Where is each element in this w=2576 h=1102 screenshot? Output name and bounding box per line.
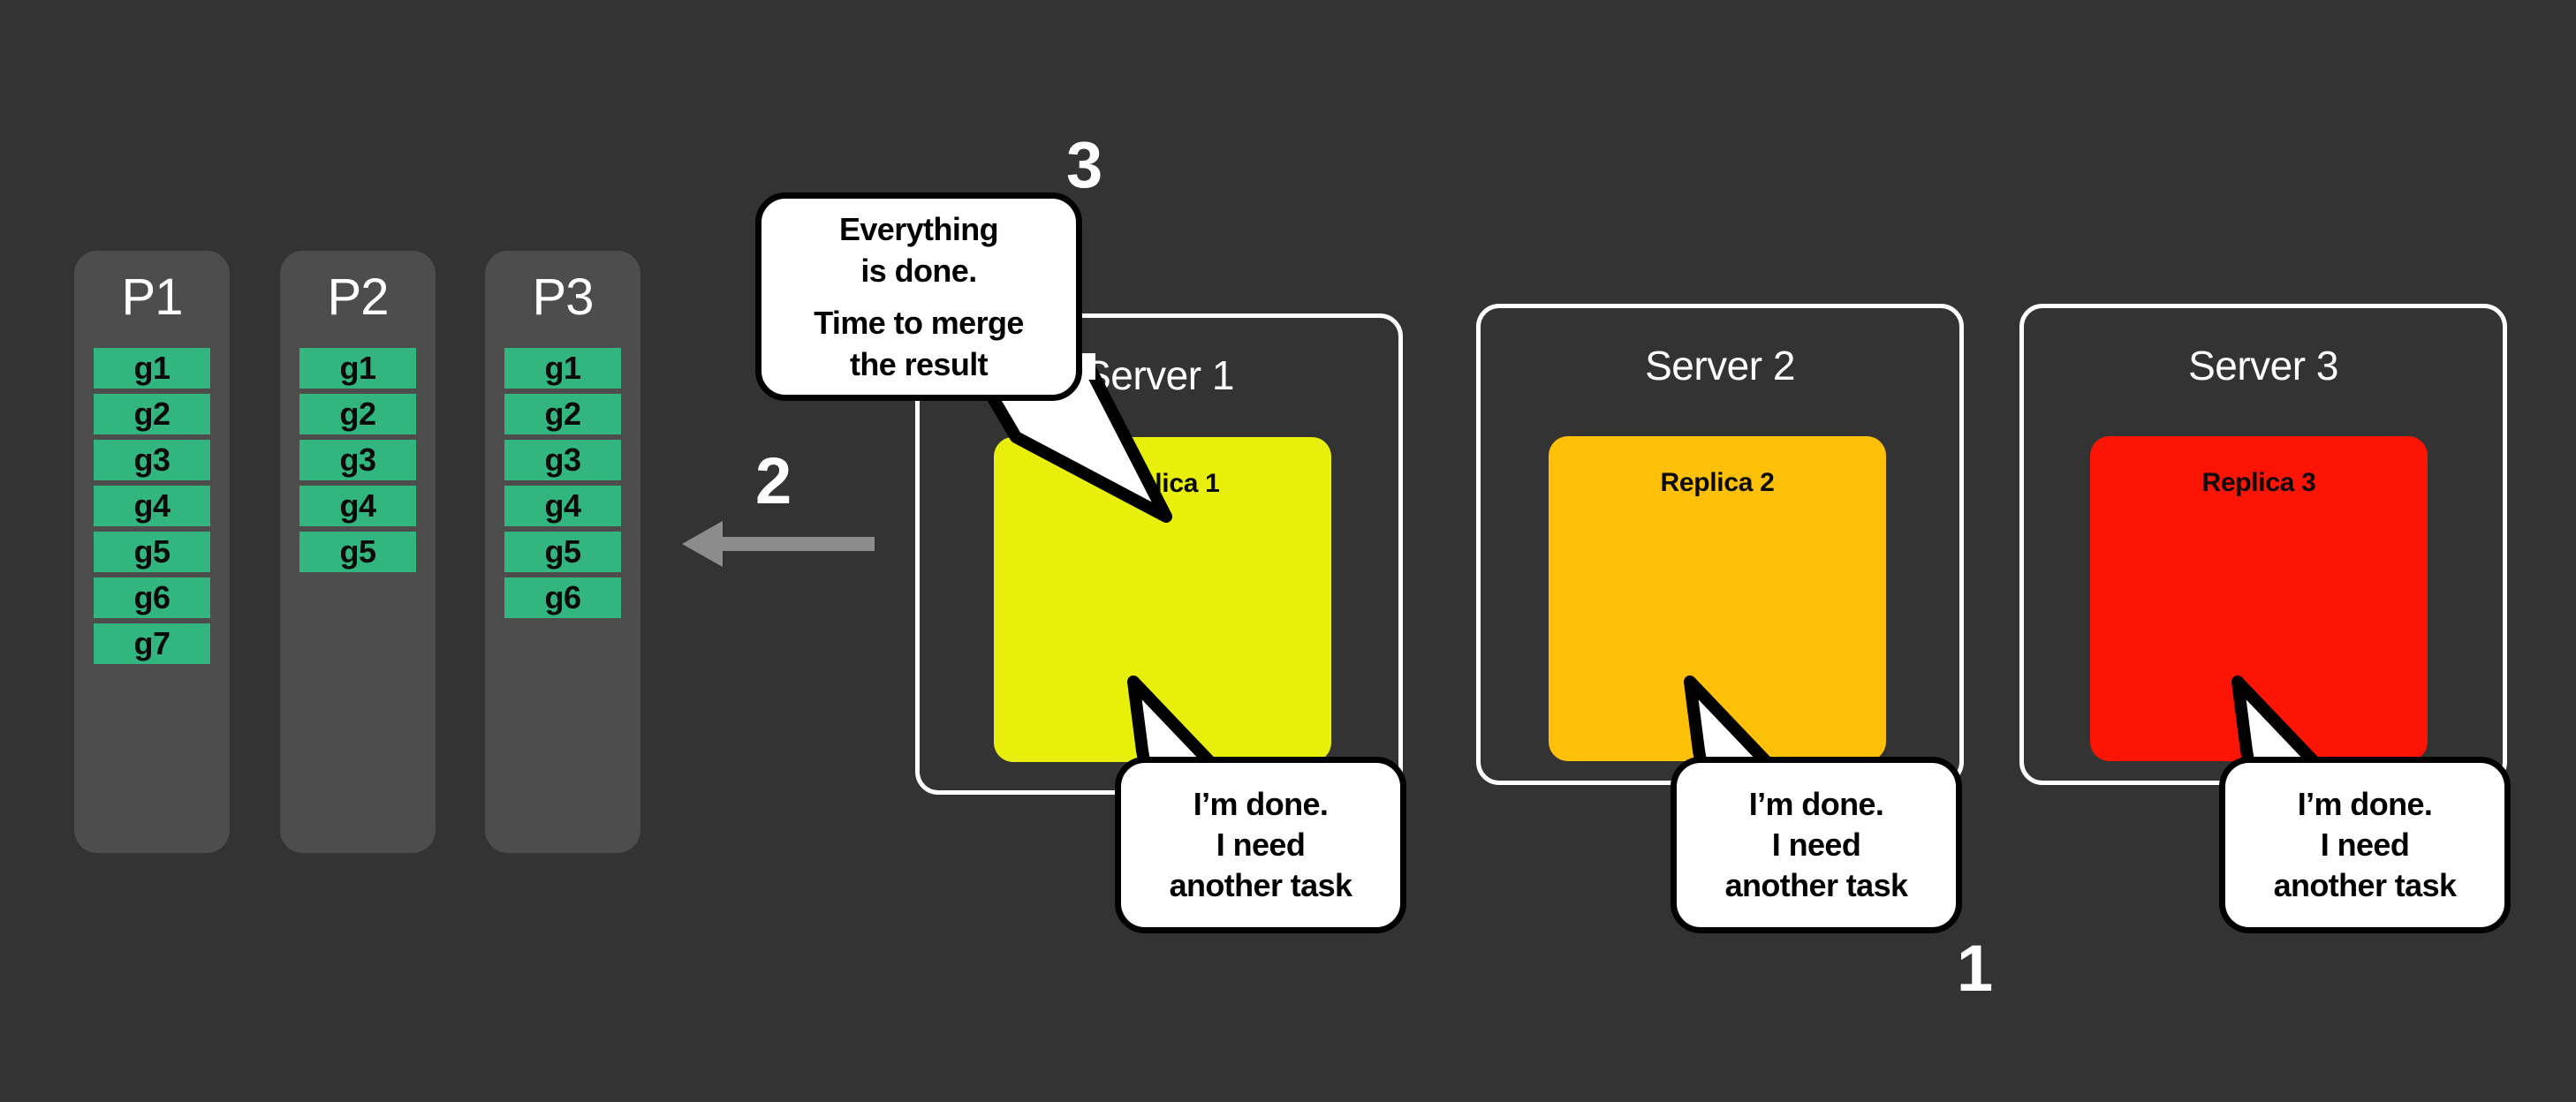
done-speech-bubble-3: I’m done. I need another task <box>2219 757 2511 933</box>
slot-item: g4 <box>299 486 416 526</box>
merge-speech-bubble: Everything is done. Time to merge the re… <box>755 192 1082 401</box>
done-bubble-3-line-3: another task <box>2273 867 2457 903</box>
merge-bubble-line-1: Everything <box>838 211 999 247</box>
done-bubble-2-line-1: I’m done. <box>1748 786 1884 822</box>
replica-1-label: Replica 1 <box>1105 469 1220 498</box>
slot-item: g3 <box>504 440 621 480</box>
done-bubble-3-line-2: I need <box>2320 826 2410 863</box>
replica-3-box: Replica 3 <box>2090 436 2428 761</box>
slot-item: g3 <box>94 440 210 480</box>
done-bubble-1-line-1: I’m done. <box>1193 786 1329 822</box>
slot-item: g2 <box>94 394 210 434</box>
slot-item: g5 <box>299 532 416 572</box>
step-number-2: 2 <box>755 444 792 517</box>
slot-item: g5 <box>504 532 621 572</box>
done-bubble-1-line-3: another task <box>1169 867 1352 903</box>
partition-p2-slots: g1 g2 g3 g4 g5 <box>299 348 416 577</box>
partition-p2: P2 g1 g2 g3 g4 g5 <box>280 251 436 853</box>
slot-item: g5 <box>94 532 210 572</box>
slot-item: g7 <box>94 623 210 664</box>
slot-item: g2 <box>504 394 621 434</box>
slot-item: g6 <box>504 577 621 618</box>
partition-p1: P1 g1 g2 g3 g4 g5 g6 g7 <box>74 251 230 853</box>
done-speech-bubble-2: I’m done. I need another task <box>1671 757 1962 933</box>
replica-2-label: Replica 2 <box>1660 468 1775 497</box>
slot-item: g2 <box>299 394 416 434</box>
slot-item: g6 <box>94 577 210 618</box>
server-2-title: Server 2 <box>1645 343 1795 389</box>
replica-1-box: Replica 1 <box>994 437 1331 762</box>
slot-item: g4 <box>504 486 621 526</box>
partition-p3-title: P3 <box>532 268 595 326</box>
left-arrow-icon <box>682 521 875 567</box>
replica-2-box: Replica 2 <box>1549 436 1886 761</box>
partition-p3: P3 g1 g2 g3 g4 g5 g6 <box>485 251 640 853</box>
slot-item: g4 <box>94 486 210 526</box>
replica-3-label: Replica 3 <box>2201 468 2316 497</box>
slot-item: g1 <box>504 348 621 389</box>
partition-p1-slots: g1 g2 g3 g4 g5 g6 g7 <box>94 348 210 669</box>
slot-item: g1 <box>94 348 210 389</box>
done-bubble-3-line-1: I’m done. <box>2297 786 2433 822</box>
slot-item: g1 <box>299 348 416 389</box>
step-number-1: 1 <box>1957 932 1993 1005</box>
done-bubble-2-line-3: another task <box>1724 867 1908 903</box>
done-bubble-2-line-2: I need <box>1771 826 1861 863</box>
partition-p1-title: P1 <box>121 268 184 326</box>
done-speech-bubble-1: I’m done. I need another task <box>1115 757 1406 933</box>
merge-bubble-line-2: is done. <box>860 253 977 289</box>
merge-bubble-line-4: the result <box>849 346 989 382</box>
server-3-title: Server 3 <box>2188 343 2338 389</box>
merge-bubble-line-3: Time to merge <box>814 305 1024 341</box>
partition-p2-title: P2 <box>327 268 390 326</box>
slot-item: g3 <box>299 440 416 480</box>
done-bubble-1-line-2: I need <box>1216 826 1306 863</box>
merge-arrow <box>671 521 875 574</box>
partition-p3-slots: g1 g2 g3 g4 g5 g6 <box>504 348 621 623</box>
step-number-3: 3 <box>1066 128 1102 201</box>
